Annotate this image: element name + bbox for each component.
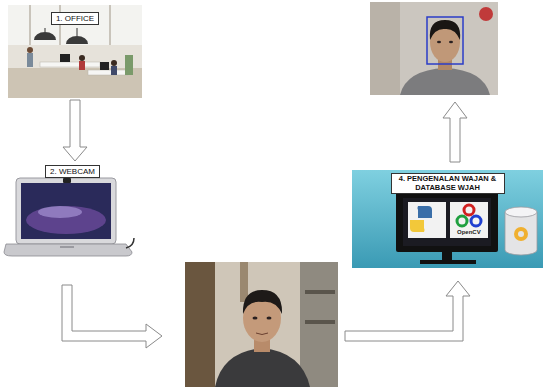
hollow-arrow [62,285,162,348]
step-label: 2. WEBCAM [45,165,100,178]
step-label: 1. OFFICE [51,12,99,25]
captured-photo [185,262,338,387]
step-label: 4. PENGENALAN WAJAN & DATABASE WJAH [391,173,505,194]
office-photo [8,5,142,98]
recognition-screen [352,170,543,268]
flow-arrows [62,102,470,348]
hollow-arrow [443,102,467,162]
process-box: 1. OFFICE [8,5,142,98]
detected-face-photo [370,2,498,95]
process-box: 4. PENGENALAN WAJAN & DATABASE WJAH [352,170,543,268]
hollow-arrow [345,281,470,341]
laptop-webcam [4,178,134,256]
logo-text: OpenCV [457,229,481,235]
process-box: 2. WEBCAM [10,163,135,270]
hollow-arrow [63,100,87,161]
